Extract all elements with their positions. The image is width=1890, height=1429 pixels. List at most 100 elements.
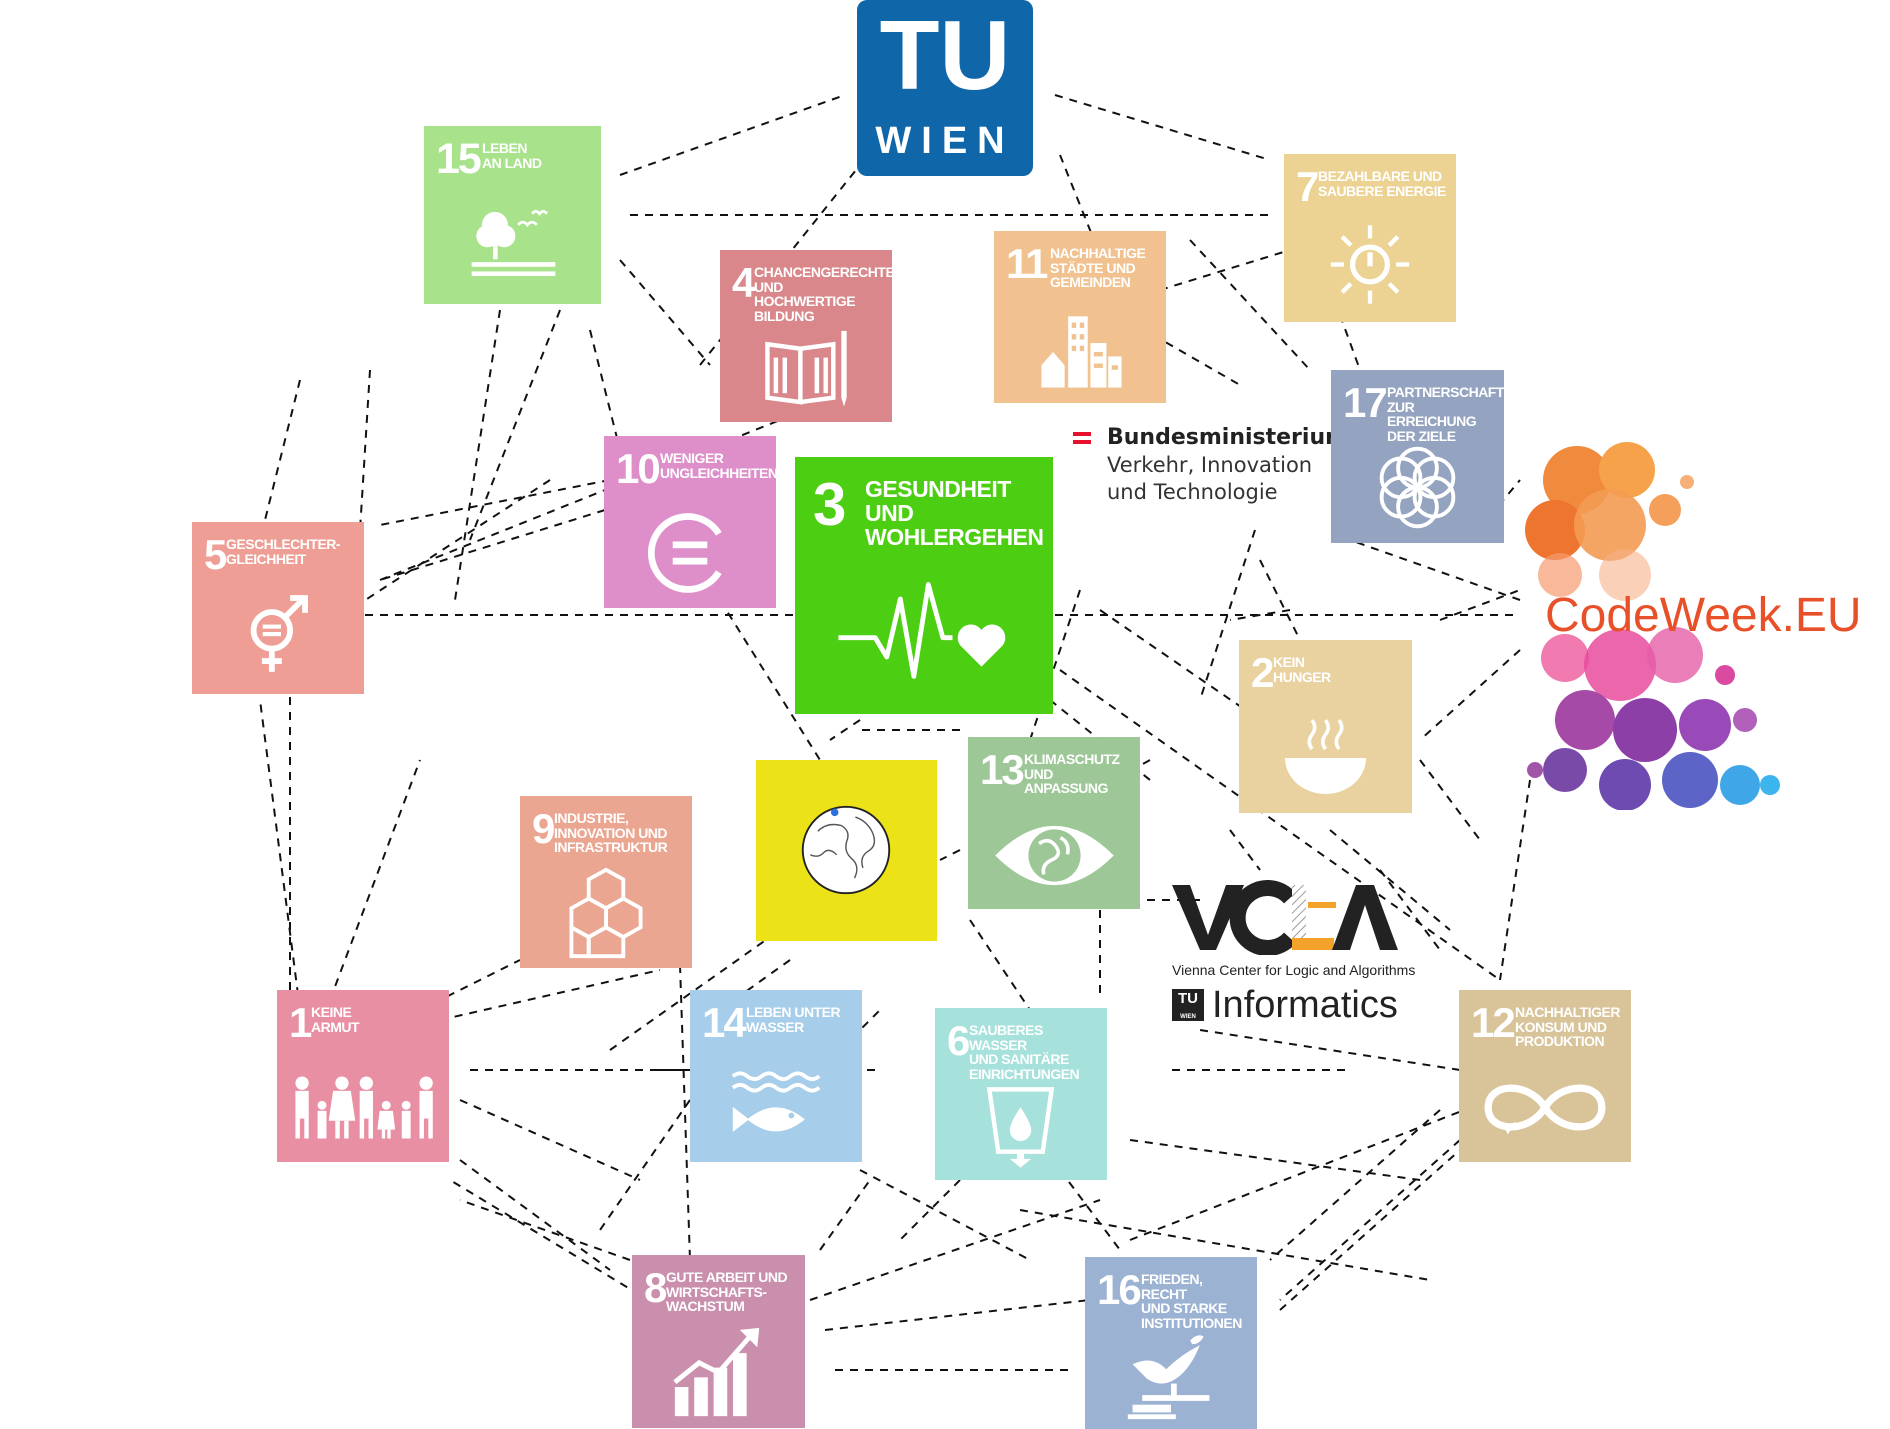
goal-number: 4 [732, 259, 755, 306]
goal-label: KEIN HUNGER [1273, 654, 1331, 685]
goal-label: NACHHALTIGER KONSUM UND PRODUKTION [1515, 1004, 1620, 1050]
goal-label: KLIMASCHUTZ UND ANPASSUNG [1024, 751, 1120, 797]
sdg-tile-15[interactable]: 15 LEBEN AN LAND [424, 126, 601, 304]
connection-line [259, 699, 301, 1011]
sdg-tile-4[interactable]: 4 CHANCENGERECHTE UND HOCHWERTIGE BILDUN… [720, 250, 892, 422]
connection-line [719, 599, 821, 761]
goal-number: 9 [532, 805, 555, 852]
connection-line [829, 719, 861, 741]
codeweek-wordmark: CodeWeek.EU [1545, 589, 1862, 642]
connection-line [459, 1159, 611, 1271]
connection-line [1279, 1139, 1461, 1301]
goal-label: PARTNERSCHAFT ZUR ERREICHUNG DER ZIELE [1387, 384, 1504, 445]
goal-label: KEINE ARMUT [311, 1004, 360, 1035]
water-glass-icon [986, 1087, 1055, 1168]
connection-line [1059, 154, 1121, 306]
sdg-tile-3[interactable]: 3 GESUNDHEIT UND WOHLERGEHEN [795, 457, 1053, 714]
connection-line [809, 1199, 1101, 1301]
connection-line [459, 1099, 641, 1181]
goal-label: WENIGER UNGLEICHHEITEN [660, 450, 776, 481]
connection-line [619, 259, 711, 366]
vcla-wordmark-icon [1172, 880, 1398, 955]
goal-number: 5 [204, 531, 227, 578]
connection-line [1419, 759, 1481, 841]
connection-line [1129, 1099, 1491, 1241]
dove-gavel-icon [1127, 1335, 1210, 1420]
gender-equality-icon [250, 595, 308, 672]
sdg-tile-10[interactable]: 10 WENIGER UNGLEICHHEITEN [604, 436, 776, 608]
connection-line [1419, 649, 1521, 741]
connection-line [1229, 609, 1291, 621]
sdg-tile-11[interactable]: 11 NACHHALTIGE STÄDTE UND GEMEINDEN [994, 231, 1166, 403]
connection-line [379, 419, 781, 581]
goal-number: 14 [702, 999, 747, 1046]
tree-birds-icon [471, 210, 556, 277]
tu-logo-subtitle: WIEN [875, 120, 1015, 162]
sdg-tile-2[interactable]: 2 KEIN HUNGER [1239, 640, 1412, 813]
connection-line [1259, 559, 1301, 641]
connection-line [379, 959, 521, 1031]
growth-chart-icon [673, 1327, 760, 1417]
goal-label: GESCHLECHTER- GLEICHHEIT [226, 536, 341, 567]
ministry-name-line1: Bundesministerium [1107, 425, 1349, 450]
connection-line [1129, 1139, 1421, 1181]
connection-line [1469, 479, 1521, 541]
connection-line [329, 759, 421, 1001]
sdg-tile-14[interactable]: 14 LEBEN UNTER WASSER [690, 990, 862, 1162]
connection-line [1229, 829, 1261, 871]
world-globe-tile[interactable] [756, 760, 937, 941]
sun-power-icon [1330, 225, 1410, 304]
tu-mini-subtitle: WIEN [1180, 1014, 1196, 1020]
sdg-tile-5[interactable]: 5 GESCHLECHTER- GLEICHHEIT [192, 522, 364, 694]
connection-line [819, 1179, 871, 1251]
connection-line [939, 849, 961, 861]
goal-label: LEBEN AN LAND [482, 140, 542, 171]
connection-line [1339, 314, 1361, 371]
sdg-tile-8[interactable]: 8 GUTE ARBEIT UND WIRTSCHAFTS- WACHSTUM [632, 1255, 805, 1428]
goal-number: 15 [436, 135, 482, 183]
goal-number: 17 [1343, 379, 1388, 426]
connection-line [899, 1179, 961, 1241]
ministry-name-line3: und Technologie [1107, 480, 1278, 504]
connection-line [349, 479, 551, 611]
goal-number: 2 [1251, 649, 1274, 696]
connection-line [1199, 1029, 1461, 1071]
goal-label: LEBEN UNTER WASSER [746, 1004, 841, 1035]
infinity-icon [1484, 1084, 1606, 1135]
vcla-logo[interactable]: Vienna Center for Logic and Algorithms T… [1172, 880, 1415, 1026]
goal-label: SAUBERES WASSER UND SANITÄRE EINRICHTUNG… [969, 1022, 1080, 1083]
sdg-tile-16[interactable]: 16 FRIEDEN, RECHT UND STARKE INSTITUTION… [1085, 1257, 1257, 1429]
eye-globe-icon [995, 825, 1114, 886]
codeweek-logo[interactable]: CodeWeek.EU [1515, 440, 1890, 810]
sdg-tile-12[interactable]: 12 NACHHALTIGER KONSUM UND PRODUKTION [1459, 990, 1631, 1162]
connection-line [1269, 1109, 1441, 1261]
sdg-tile-9[interactable]: 9 INDUSTRIE, INNOVATION UND INFRASTRUKTU… [520, 796, 692, 968]
goal-number: 7 [1296, 163, 1319, 210]
sdg-tile-17[interactable]: 17 PARTNERSCHAFT ZUR ERREICHUNG DER ZIEL… [1331, 370, 1504, 543]
sdg-tile-7[interactable]: 7 BEZAHLBARE UND SAUBERE ENERGIE [1284, 154, 1456, 322]
connection-line [619, 94, 846, 176]
connection-line [859, 1169, 1031, 1261]
sdg-tile-1[interactable]: 1 KEINE ARMUT [277, 990, 449, 1162]
goal-label: INDUSTRIE, INNOVATION UND INFRASTRUKTUR [554, 810, 668, 856]
ministry-name-line2: Verkehr, Innovation [1107, 453, 1313, 477]
goal-label: CHANCENGERECHTE UND HOCHWERTIGE BILDUNG [754, 264, 892, 325]
connection-line [1054, 94, 1271, 161]
book-pencil-icon [765, 330, 847, 407]
bowl-icon [1285, 719, 1366, 794]
goal-label: NACHHALTIGE STÄDTE UND GEMEINDEN [1050, 245, 1146, 291]
connection-line [824, 1299, 1091, 1331]
connection-line [469, 309, 561, 541]
tu-wien-logo[interactable]: TU WIEN [857, 0, 1033, 176]
connection-line [599, 1099, 691, 1231]
sdg-tile-6[interactable]: 6 SAUBERES WASSER UND SANITÄRE EINRICHTU… [935, 1008, 1107, 1180]
informatics-label: Informatics [1212, 984, 1398, 1026]
connection-line [1329, 829, 1451, 931]
connection-line [379, 479, 611, 526]
city-buildings-icon [1041, 316, 1122, 388]
goal-number: 16 [1097, 1266, 1142, 1313]
tu-mini-letters: TU [1178, 990, 1198, 1007]
goal-number: 8 [644, 1264, 667, 1311]
connection-line [379, 509, 606, 581]
sdg-tile-13[interactable]: 13 KLIMASCHUTZ UND ANPASSUNG [968, 737, 1140, 909]
